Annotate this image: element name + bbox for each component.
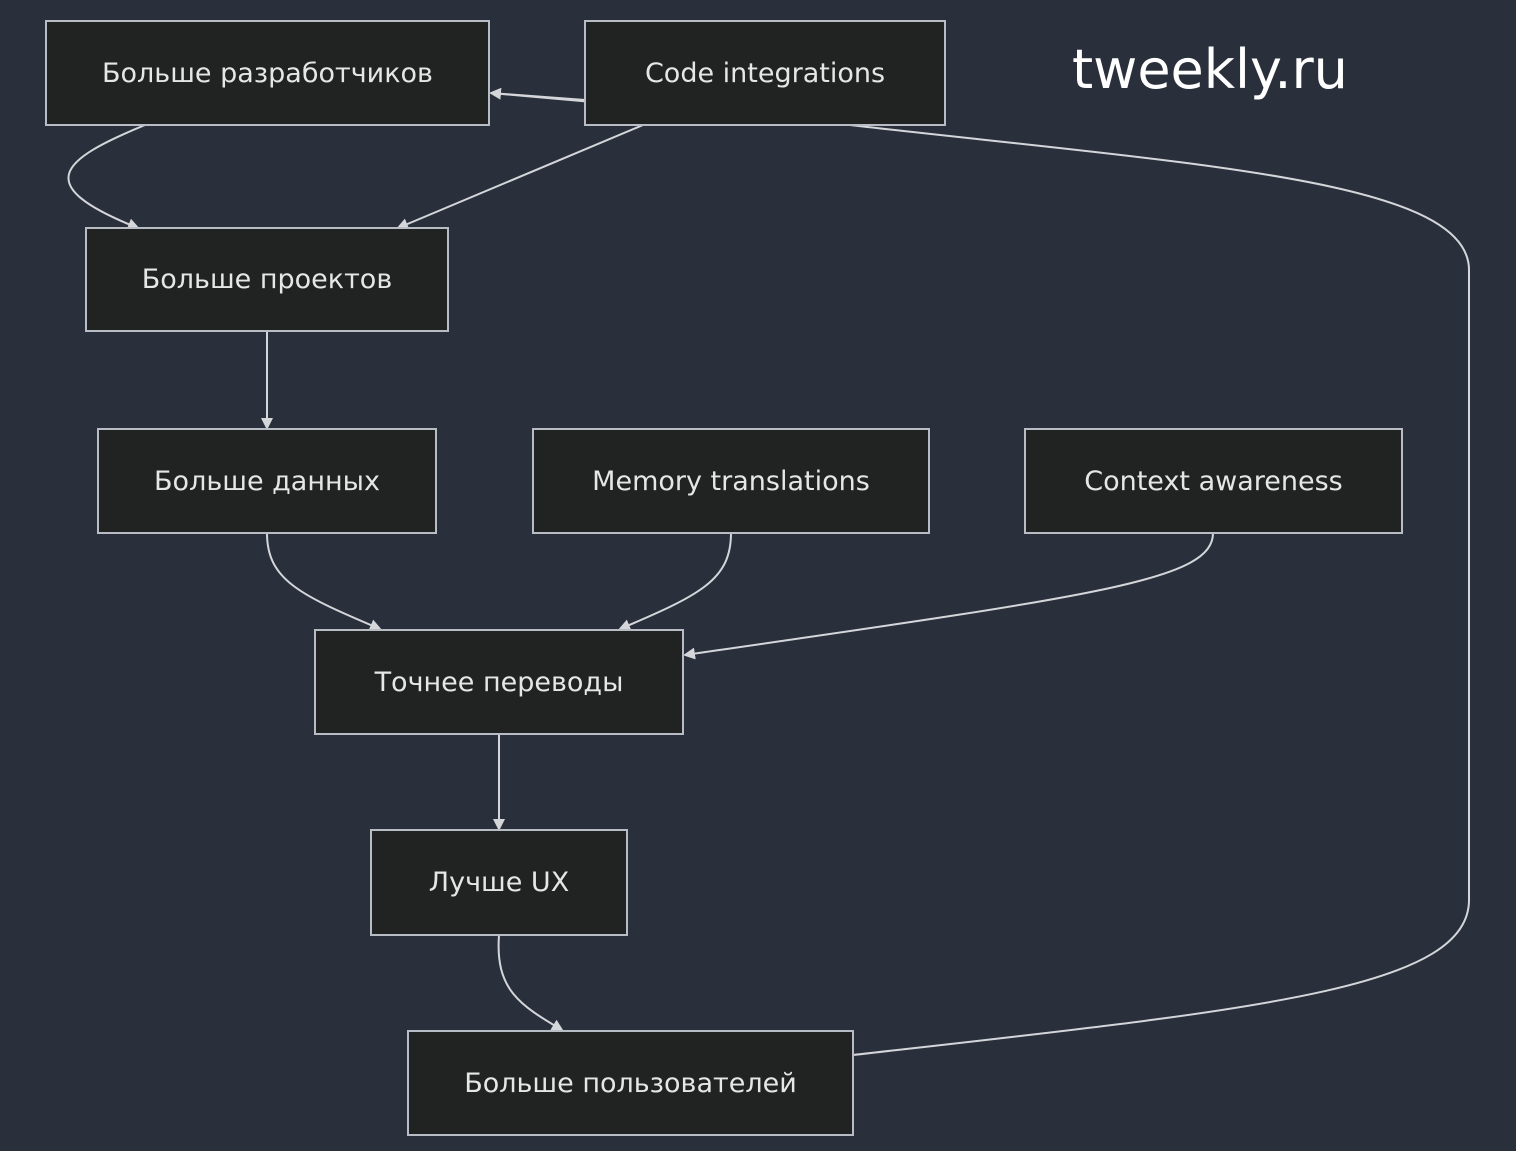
edge-data-to-accurate xyxy=(266,532,382,631)
node-more-users: Больше пользователей xyxy=(407,1030,854,1136)
node-more-projects: Больше проектов xyxy=(85,227,449,332)
edge-code-to-projects xyxy=(396,124,644,230)
edge-users-to-devs xyxy=(490,92,1470,1056)
node-more-accurate-translations: Точнее переводы xyxy=(314,629,684,735)
brand-logo: tweekly.ru xyxy=(1072,38,1348,101)
edge-devs-to-projects xyxy=(67,124,146,230)
edge-memory-to-accurate xyxy=(618,532,732,631)
node-context-awareness: Context awareness xyxy=(1024,428,1403,534)
edge-ux-to-users xyxy=(497,934,564,1032)
edge-context-to-accurate xyxy=(683,532,1214,660)
node-better-ux: Лучше UX xyxy=(370,829,628,936)
node-memory-translations: Memory translations xyxy=(532,428,930,534)
node-more-data: Больше данных xyxy=(97,428,437,534)
node-more-developers: Больше разработчиков xyxy=(45,20,490,126)
node-code-integrations: Code integrations xyxy=(584,20,946,126)
